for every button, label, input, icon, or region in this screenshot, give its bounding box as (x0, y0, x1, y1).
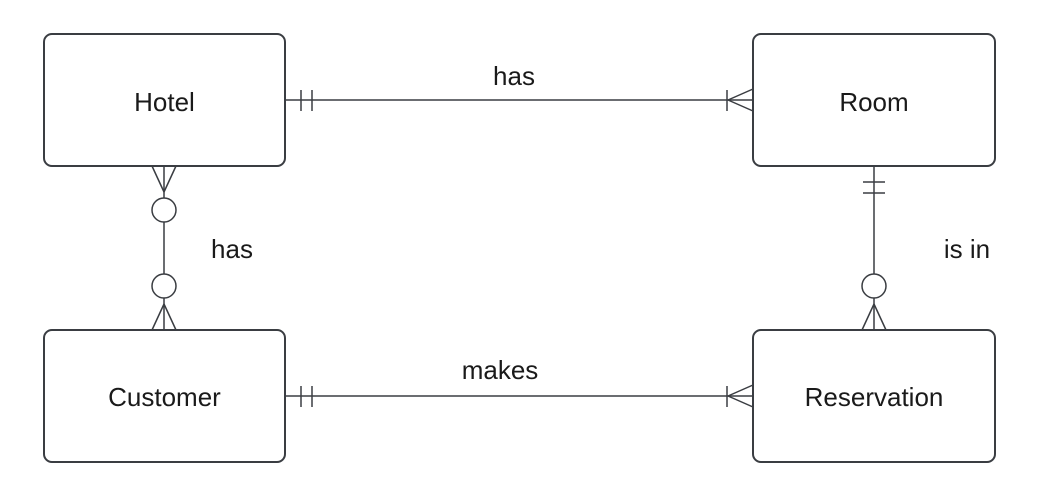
crows-foot-icon (151, 165, 177, 193)
entity-reservation: Reservation (752, 329, 996, 463)
relationship-label: has (493, 61, 535, 91)
entity-label: Customer (108, 382, 221, 412)
entity-label: Room (839, 87, 908, 117)
relationship-customer-reservation: makes (285, 355, 754, 408)
cardinality-zero-circle (151, 273, 177, 299)
relationship-hotel-room: has (285, 61, 754, 112)
relationship-hotel-customer: has (151, 165, 253, 331)
relationship-label: makes (462, 355, 539, 385)
cardinality-zero-circle (151, 197, 177, 223)
crows-foot-icon (861, 303, 887, 331)
entity-label: Reservation (805, 382, 944, 412)
entity-customer: Customer (43, 329, 286, 463)
relationship-room-reservation: is in (861, 166, 990, 331)
crows-foot-icon (727, 88, 754, 112)
entity-label: Hotel (134, 87, 195, 117)
cardinality-zero-circle (861, 273, 887, 299)
relationship-label: is in (944, 234, 990, 264)
crows-foot-icon (727, 384, 754, 408)
crows-foot-icon (151, 303, 177, 331)
entity-hotel: Hotel (43, 33, 286, 167)
relationship-label: has (211, 234, 253, 264)
entity-room: Room (752, 33, 996, 167)
